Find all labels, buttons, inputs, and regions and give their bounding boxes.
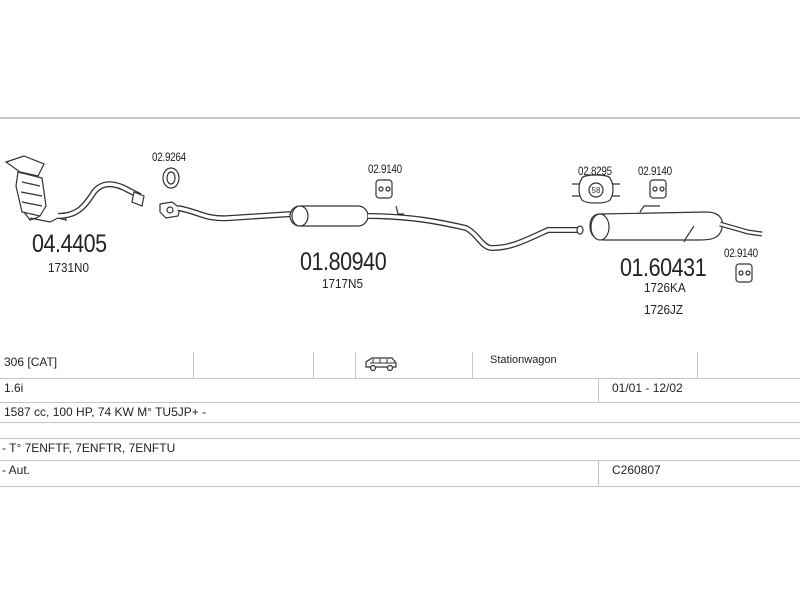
hanger-middle-code: 02.9140 (368, 162, 402, 176)
vehicle-info-table: 306 [CAT] Stationwagon 1.6i 01/01 - 12/0… (0, 352, 800, 492)
info-row-types: - T° 7ENFTF, 7ENFTR, 7ENFTU (0, 438, 800, 461)
clamp-badge: 58 (592, 186, 601, 195)
catalog-number-cell: C260807 (612, 463, 661, 477)
body-type-cell: Stationwagon (490, 354, 557, 366)
engine-cell: 1.6i (4, 381, 24, 395)
middle-silencer-code: 01.80940 (300, 248, 387, 276)
rear-silencer-ref-1: 1726KA (644, 280, 686, 295)
middle-silencer-ref: 1717N5 (322, 276, 363, 291)
catalyst-code: 04.4405 (32, 230, 107, 258)
info-row-spec: 1587 cc, 100 HP, 74 KW M° TU5JP+ - (0, 402, 800, 423)
column-divider (193, 352, 194, 378)
ring-gasket-drawing (162, 167, 180, 189)
catalyst-ref: 1731N0 (48, 260, 89, 275)
exhaust-diagram: 58 02.9264 02.9140 02.8295 02.9140 02.91… (0, 120, 800, 345)
catalyst-drawing (4, 155, 145, 223)
info-row-model: 306 [CAT] Stationwagon (0, 352, 800, 379)
station-wagon-car-icon (365, 357, 397, 372)
period-cell: 01/01 - 12/02 (612, 381, 683, 395)
column-divider (598, 378, 599, 402)
type-codes-cell: - T° 7ENFTF, 7ENFTR, 7ENFTU (2, 441, 176, 455)
column-divider (697, 352, 698, 378)
rear-silencer-code: 01.60431 (620, 254, 707, 282)
hanger-tail-drawing (735, 263, 753, 283)
info-row-engine: 1.6i 01/01 - 12/02 (0, 378, 800, 403)
exhaust-system-drawing: 58 (4, 155, 763, 283)
column-divider (313, 352, 314, 378)
ring-gasket-code: 02.9264 (152, 150, 186, 164)
info-row-spacer (0, 422, 800, 439)
hanger-middle-drawing (375, 179, 393, 199)
column-divider (598, 460, 599, 486)
rear-silencer-drawing (589, 205, 763, 243)
spec-cell: 1587 cc, 100 HP, 74 KW M° TU5JP+ - (4, 405, 207, 419)
top-rule (0, 117, 800, 119)
clamp-code: 02.8295 (578, 164, 612, 178)
rear-silencer-ref-2: 1726JZ (644, 302, 684, 317)
hanger-rear-code: 02.9140 (638, 164, 672, 178)
clamp-drawing (572, 174, 620, 204)
front-flange-drawing (159, 201, 181, 219)
column-divider (472, 352, 473, 378)
model-cell: 306 [CAT] (4, 355, 58, 369)
gearbox-cell: - Aut. (2, 463, 31, 477)
hanger-rear-drawing (649, 179, 667, 199)
info-row-gearbox: - Aut. C260807 (0, 460, 800, 487)
column-divider (355, 352, 356, 378)
car-icon (364, 356, 398, 376)
hanger-tail-code: 02.9140 (724, 246, 758, 260)
